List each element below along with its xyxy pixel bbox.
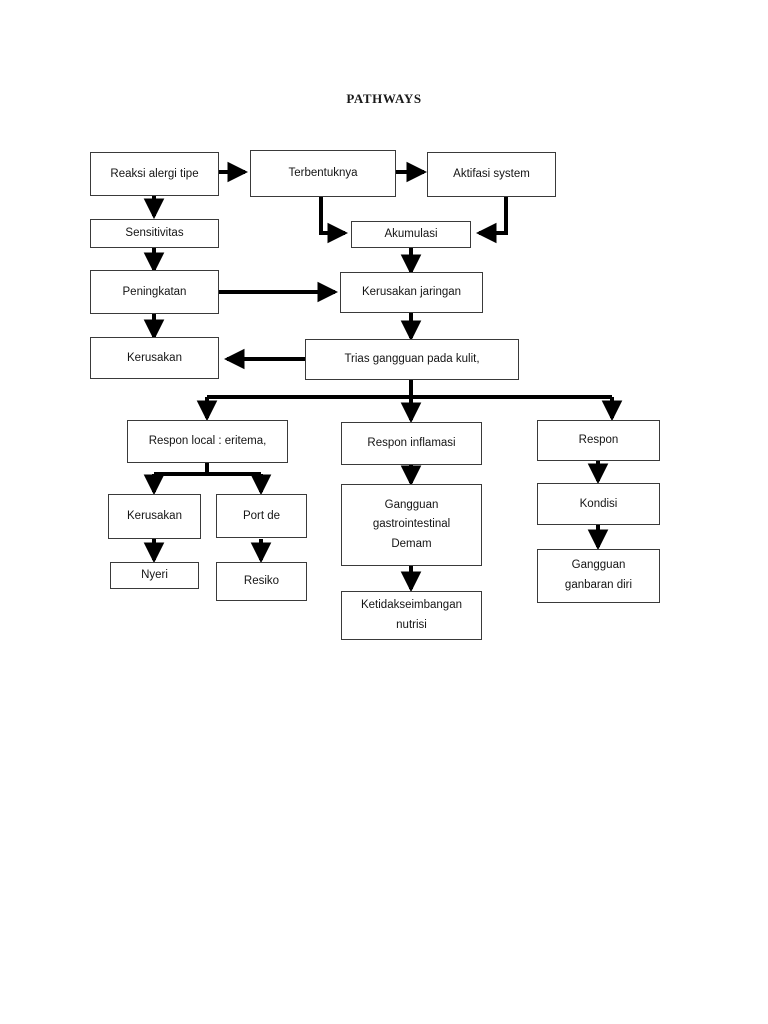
node-trias-gangguan-pada-kulit[interactable]: Trias gangguan pada kulit, (305, 339, 519, 380)
node-label: Reaksi alergi tipe (110, 167, 199, 180)
node-respon[interactable]: Respon (537, 420, 660, 461)
page-title: PATHWAYS (346, 91, 422, 106)
edge-terbentuknya-to-akumulasi (319, 196, 349, 244)
node-label: Resiko (243, 575, 280, 588)
node-label: Kerusakan (127, 351, 182, 364)
node-label: Kondisi (579, 497, 618, 510)
node-label: Respon inflamasi (367, 437, 456, 450)
node-label: Terbentuknya (288, 167, 358, 180)
node-label: Port de (242, 509, 281, 522)
node-respon-local-eritema[interactable]: Respon local : eritema, (127, 420, 288, 463)
node-gangguan-gastrointestinal-demam[interactable]: Gangguan gastrointestinal Demam (341, 484, 482, 566)
node-label: Aktifasi system (453, 168, 530, 181)
node-label: Nyeri (141, 569, 168, 582)
node-label: Respon (578, 434, 619, 447)
node-label: Kerusakan jaringan (361, 286, 462, 299)
node-peningkatan[interactable]: Peningkatan (90, 270, 219, 314)
node-label-line1: Ketidakseimbangan (360, 598, 462, 611)
node-label: Sensitivitas (125, 227, 184, 240)
node-label: Peningkatan (122, 285, 187, 298)
node-label-line3: Demam (391, 537, 432, 550)
node-label-line2: ganbaran diri (564, 579, 633, 591)
edge-bus-respon-local (154, 463, 261, 476)
node-kerusakan[interactable]: Kerusakan (90, 337, 219, 379)
node-aktifasi-system[interactable]: Aktifasi system (427, 152, 556, 197)
node-label: Trias gangguan pada kulit, (344, 353, 480, 366)
node-respon-inflamasi[interactable]: Respon inflamasi (341, 422, 482, 465)
node-kerusakan-secondary[interactable]: Kerusakan (108, 494, 201, 539)
node-label: Respon local : eritema, (148, 435, 267, 448)
node-gangguan-ganbaran-diri[interactable]: Gangguan ganbaran diri (537, 549, 660, 603)
node-nyeri[interactable]: Nyeri (110, 562, 199, 589)
node-label: Akumulasi (384, 228, 438, 241)
edge-aktifasi-to-akumulasi (475, 196, 508, 244)
node-label-line2: nutrisi (396, 618, 427, 631)
node-terbentuknya[interactable]: Terbentuknya (250, 150, 396, 197)
node-port-de[interactable]: Port de (216, 494, 307, 538)
node-label-line1: Gangguan (571, 559, 626, 572)
node-label-line1: Gangguan (384, 498, 439, 511)
node-label-line2: gastrointestinal (372, 518, 451, 531)
node-sensitivitas[interactable]: Sensitivitas (90, 219, 219, 248)
node-ketidakseimbangan-nutrisi[interactable]: Ketidakseimbangan nutrisi (341, 591, 482, 640)
edge-bus-trias (207, 380, 612, 399)
node-reaksi-alergi-tipe[interactable]: Reaksi alergi tipe (90, 152, 219, 196)
node-label: Kerusakan (127, 510, 182, 523)
node-kerusakan-jaringan[interactable]: Kerusakan jaringan (340, 272, 483, 313)
node-kondisi[interactable]: Kondisi (537, 483, 660, 525)
node-akumulasi[interactable]: Akumulasi (351, 221, 471, 248)
node-resiko[interactable]: Resiko (216, 562, 307, 601)
